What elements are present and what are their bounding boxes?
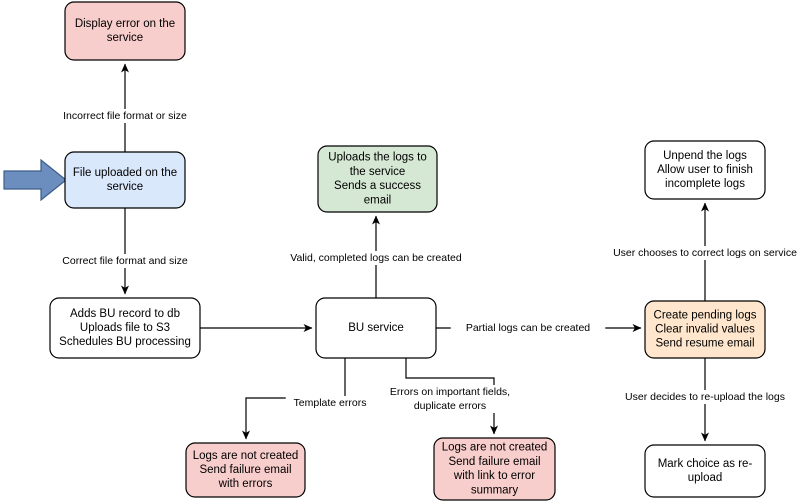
node-label-logs-not-created-summary: summary [471,484,519,496]
node-box-create-pending-logs [644,300,766,359]
edge-label-bg [450,321,606,335]
edge-label-text-user-corrects-logs: User chooses to correct logs on service [613,247,797,259]
edge-label-important-field-errors-1: Errors on important fields, [372,385,528,399]
node-file-uploaded[interactable]: File uploaded on the service [64,151,186,209]
node-box-logs-not-created-summary [433,437,556,501]
node-label-unpend-logs: Unpend the logs [663,150,747,162]
edge-label-text-important-field-errors-2: duplicate errors [414,400,486,412]
node-box-file-uploaded [64,151,186,209]
node-box-unpend-logs [644,140,766,200]
node-label-file-uploaded: service [107,181,143,193]
edge-label-bg [594,246,801,260]
edge-label-valid-completed-logs: Valid, completed logs can be created [274,251,478,265]
node-label-uploads-logs: Sends a success [334,180,421,192]
node-label-adds-bu-record: Uploads file to S3 [80,322,170,334]
edge-label-bg [45,254,205,268]
node-label-mark-choice-reupload: upload [688,472,723,484]
node-label-display-error: service [107,32,143,44]
edge-label-bg [608,390,801,404]
edge-label-bg [42,109,208,123]
edge-label-bg [274,251,478,265]
edge-label-bg [285,396,375,410]
node-box-display-error [64,1,186,61]
edge-label-bg [403,399,497,413]
edge-label-text-valid-completed-logs: Valid, completed logs can be created [290,252,462,264]
edge-label-user-corrects-logs: User chooses to correct logs on service [594,246,801,260]
node-box-bu-service [315,297,437,359]
edge-label-text-correct-file: Correct file format and size [62,255,188,267]
node-bu-service[interactable]: BU service [315,297,437,359]
edge-label-text-important-field-errors-1: Errors on important fields, [390,386,510,398]
node-label-logs-not-created-errors: with errors [218,478,273,490]
node-box-mark-choice-reupload [644,444,766,498]
node-label-adds-bu-record: Schedules BU processing [59,336,191,348]
edge-label-text-template-errors: Template errors [294,397,367,409]
node-label-create-pending-logs: Clear invalid values [655,324,755,336]
node-label-create-pending-logs: Create pending logs [654,309,757,321]
node-box-adds-bu-record [49,297,201,359]
node-mark-choice-reupload[interactable]: Mark choice as re-upload [644,444,766,498]
node-label-mark-choice-reupload: Mark choice as re- [658,458,753,470]
node-label-uploads-logs: Uploads the logs to [328,152,426,164]
node-label-uploads-logs: the service [350,166,406,178]
node-label-uploads-logs: email [364,194,391,206]
edge-label-text-user-reupload: User decides to re-upload the logs [625,391,785,403]
node-label-unpend-logs: incomplete logs [665,178,745,190]
edge-label-template-errors: Template errors [285,396,375,410]
node-label-logs-not-created-errors: Logs are not created [193,450,299,462]
node-label-adds-bu-record: Adds BU record to db [70,308,180,320]
node-label-file-uploaded: File uploaded on the [73,167,177,179]
edge-label-bg [372,385,528,399]
edge-label-user-reupload: User decides to re-upload the logs [608,390,801,404]
node-label-unpend-logs: Allow user to finish [657,164,753,176]
node-label-create-pending-logs: Send resume email [655,338,754,350]
node-box-uploads-logs [317,145,438,213]
node-label-bu-service: BU service [348,322,404,334]
edge-label-text-incorrect-file: Incorrect file format or size [63,110,187,122]
node-label-logs-not-created-summary: Send failure email [448,456,540,468]
edge-label-correct-file: Correct file format and size [45,254,205,268]
edge-label-partial-logs: Partial logs can be created [450,321,606,335]
node-label-display-error: Display error on the [75,18,175,30]
node-adds-bu-record[interactable]: Adds BU record to db Uploads file to S3 Sc… [49,297,201,359]
node-label-logs-not-created-errors: Send failure email [199,464,291,476]
node-box-logs-not-created-errors [185,442,306,498]
edge-label-text-partial-logs: Partial logs can be created [466,322,590,334]
node-display-error[interactable]: Display error on the service [64,1,186,61]
entry-arrow [3,158,67,202]
node-label-logs-not-created-summary: with link to error [453,470,535,482]
edge-label-incorrect-file: Incorrect file format or size [42,109,208,123]
node-label-logs-not-created-summary: Logs are not created [442,442,548,454]
edge-label-important-field-errors-2: duplicate errors [403,399,497,413]
